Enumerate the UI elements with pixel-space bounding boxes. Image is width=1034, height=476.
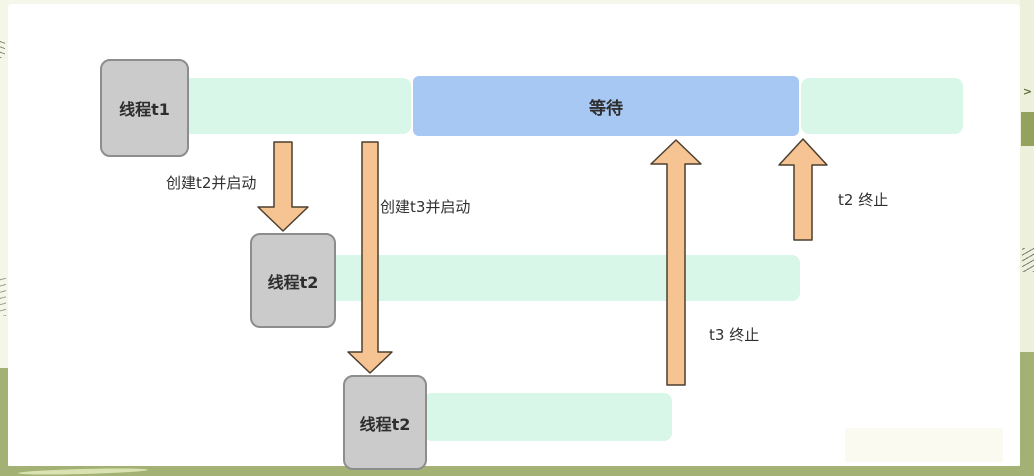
create-t3-label: 创建t3并启动	[380, 198, 471, 216]
t3-running-bar	[424, 393, 672, 441]
t2-running-bar	[326, 255, 800, 301]
t3-terminate-label: t3 终止	[709, 326, 760, 344]
frame-left-edge	[0, 0, 8, 476]
frame-chevron-mark: >	[1022, 85, 1033, 98]
create-t2-label: 创建t2并启动	[166, 174, 257, 192]
thread-t3-label: 线程t2	[359, 414, 411, 434]
frame-left-mark-top	[0, 40, 5, 58]
t1-running-bar-left	[181, 78, 411, 134]
waiting-label: 等待	[589, 98, 623, 119]
frame-right-olive-strip	[1020, 352, 1034, 466]
frame-bottom-strip	[0, 466, 1034, 476]
t1-running-bar-right	[801, 78, 963, 134]
t1-waiting-bar: 等待	[413, 76, 799, 136]
frame-scribble-mark	[1022, 248, 1034, 272]
frame-left-olive-strip	[0, 368, 8, 466]
watermark-patch	[845, 428, 1003, 462]
thread-t2-box: 线程t2	[250, 233, 336, 328]
thread-t3-box: 线程t2	[343, 375, 427, 470]
thread-t1-label: 线程t1	[119, 100, 170, 119]
thread-t2-label: 线程t2	[267, 272, 319, 292]
thread-t1-box: 线程t1	[100, 59, 189, 157]
frame-olive-patch	[1021, 112, 1034, 146]
t2-terminate-label: t2 终止	[838, 191, 889, 209]
frame-left-mark-middle	[0, 274, 6, 316]
